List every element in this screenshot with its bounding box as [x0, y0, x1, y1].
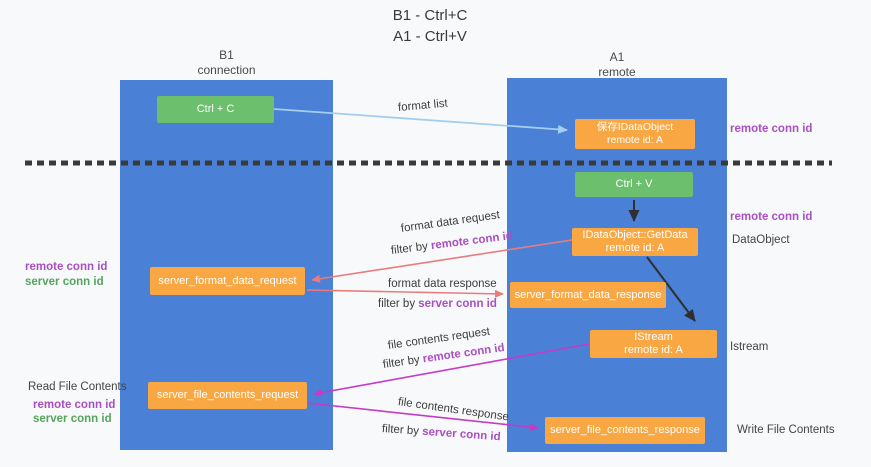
server-format-data-request-label: server_format_data_request — [158, 274, 297, 287]
diagram-title: B1 - Ctrl+C A1 - Ctrl+V — [300, 5, 560, 47]
format-data-response-filter: filter by server conn id — [378, 298, 497, 310]
ctrl-c-box: Ctrl + C — [157, 96, 274, 123]
filter-by-text: filter by — [390, 240, 432, 257]
istream-line1: IStream — [634, 331, 673, 343]
istream-side-label: Istream — [730, 341, 769, 353]
getdata-line1: IDataObject::GetData — [582, 229, 688, 241]
server-file-contents-request-label: server_file_contents_request — [156, 389, 299, 401]
file-contents-response-filter: filter by server conn id — [382, 423, 501, 443]
dataobject-label: DataObject — [732, 234, 790, 246]
ctrl-v-label: Ctrl + V — [615, 178, 653, 190]
filter-by-text: filter by — [381, 423, 423, 438]
right-column-name: A1 — [609, 50, 625, 64]
istream-box: IStream remote id: A — [590, 330, 717, 358]
getdata-box: IDataObject::GetData remote id: A — [572, 228, 698, 256]
ctrl-v-box: Ctrl + V — [575, 172, 693, 197]
ctrl-c-label: Ctrl + C — [196, 103, 235, 115]
server-format-data-response-box: server_format_data_response — [510, 282, 666, 308]
right-mid-remote-conn-id-label: remote conn id — [730, 211, 813, 223]
title-line-2: A1 - Ctrl+V — [393, 28, 467, 45]
right-column-header: A1 remote — [507, 50, 727, 80]
server-file-contents-response-box: server_file_contents_response — [545, 417, 705, 444]
left-bottom-remote-conn-id-label: remote conn id — [33, 399, 116, 411]
left-remote-conn-id-label: remote conn id — [25, 261, 108, 273]
server-conn-id-key: server conn id — [421, 425, 502, 444]
server-file-contents-request-box: server_file_contents_request — [148, 382, 307, 409]
right-column-sub: remote — [598, 65, 636, 79]
filter-by-text: filter by — [378, 298, 419, 310]
format-data-request-filter: filter by remote conn id — [390, 230, 513, 257]
left-column-sub: connection — [197, 63, 256, 77]
server-file-contents-response-label: server_file_contents_response — [550, 424, 700, 436]
left-column-name: B1 — [219, 48, 234, 62]
save-idataobject-line1: 保存IDataObject — [596, 121, 674, 133]
format-data-request-label: format data request — [400, 209, 501, 235]
save-idataobject-box: 保存IDataObject remote id: A — [575, 119, 695, 149]
title-line-1: B1 - Ctrl+C — [392, 7, 468, 24]
format-data-response-label: format data response — [388, 278, 497, 290]
server-conn-id-key: server conn id — [418, 298, 497, 310]
right-top-remote-conn-id-label: remote conn id — [730, 123, 813, 135]
left-server-conn-id-label: server conn id — [25, 276, 104, 288]
remote-conn-id-key: remote conn id — [430, 230, 514, 253]
filter-by-text: filter by — [382, 353, 424, 371]
format-list-label: format list — [397, 97, 449, 114]
left-bottom-server-conn-id-label: server conn id — [33, 413, 112, 425]
write-file-contents-label: Write File Contents — [737, 424, 835, 436]
read-file-contents-label: Read File Contents — [28, 381, 127, 393]
server-format-data-request-box: server_format_data_request — [150, 267, 305, 295]
file-contents-response-label: file contents response — [397, 396, 510, 424]
format-data-response-arrow — [306, 289, 504, 298]
getdata-line2: remote id: A — [605, 242, 665, 254]
server-format-data-response-label: server_format_data_response — [514, 288, 662, 301]
save-idataobject-line2: remote id: A — [606, 134, 664, 146]
istream-line2: remote id: A — [624, 344, 683, 356]
left-column-header: B1 connection — [120, 48, 333, 78]
